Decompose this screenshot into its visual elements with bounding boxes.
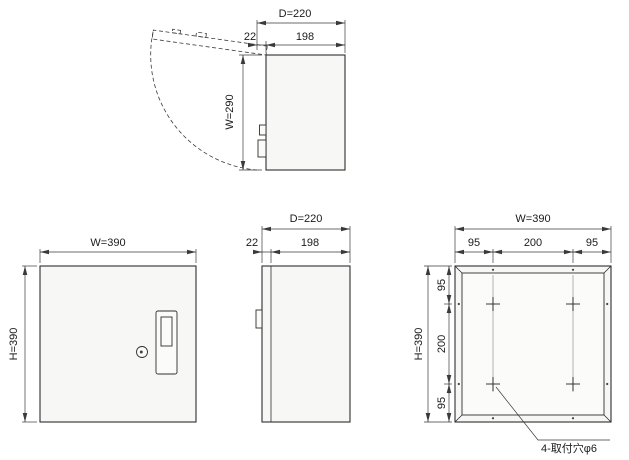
side-depth-dim-label: D=220	[290, 213, 323, 225]
top-view-body	[265, 54, 346, 171]
side-door-dim-label: 22	[246, 237, 258, 249]
front-view-dimensions: W=390 H=390	[8, 237, 197, 423]
front-height-dim-label: H=390	[8, 328, 20, 361]
back-view-dimensions: W=390 95 200 95 H=390 95 200 95	[413, 213, 612, 423]
top-door-dim-label: 22	[244, 31, 256, 43]
lock-keyhole	[139, 350, 143, 354]
side-body-dim-label: 198	[301, 237, 319, 249]
back-col-dim-right: 95	[586, 237, 598, 249]
hole-note-leader-line	[495, 386, 610, 441]
top-body-dim-label: 198	[296, 31, 314, 43]
open-door-handle	[195, 31, 207, 38]
back-col-dim-left: 95	[468, 237, 480, 249]
top-view-dimensions: D=220 22 198 W=290	[224, 8, 346, 171]
handle-grip	[160, 316, 173, 347]
open-door-lock	[171, 28, 182, 35]
mounting-hole-top-right	[566, 297, 580, 311]
back-col-dim-center: 200	[524, 237, 542, 249]
open-door-outline	[151, 29, 268, 56]
mounting-hole-note: 4-取付穴φ6	[541, 441, 597, 455]
mounting-hole-top-left	[486, 297, 500, 311]
side-view: D=220 22 198	[246, 213, 351, 423]
lock-detail-top	[259, 124, 267, 136]
top-view: D=220 22 198 W=290	[150, 8, 346, 171]
side-view-dimensions: D=220 22 198	[246, 213, 351, 263]
flange-dots	[457, 268, 609, 420]
handle-detail-top	[257, 139, 267, 158]
corner-gussets	[454, 265, 612, 423]
back-panel-inner	[461, 272, 605, 416]
back-view: W=390 95 200 95 H=390 95 200 95 4-取付穴φ6	[413, 213, 612, 455]
back-height-dim-label: H=390	[413, 328, 425, 361]
top-width-dim-label: W=290	[224, 94, 236, 129]
top-depth-dim-label: D=220	[279, 8, 312, 20]
back-row-dim-middle: 200	[436, 335, 448, 353]
door-swing-arc	[150, 30, 258, 171]
front-view: W=390 H=390	[8, 237, 197, 423]
open-door-dashed	[151, 28, 268, 56]
mounting-hole-bottom-right	[566, 377, 580, 391]
handle-detail-side	[255, 309, 263, 329]
hole-centerlines	[492, 275, 574, 392]
mounting-hole-bottom-left	[486, 377, 500, 391]
back-row-dim-bottom: 95	[436, 397, 448, 409]
back-width-dim-label: W=390	[515, 213, 550, 225]
back-row-dim-top: 95	[436, 279, 448, 291]
side-panel	[261, 265, 351, 423]
front-width-dim-label: W=390	[90, 237, 125, 249]
